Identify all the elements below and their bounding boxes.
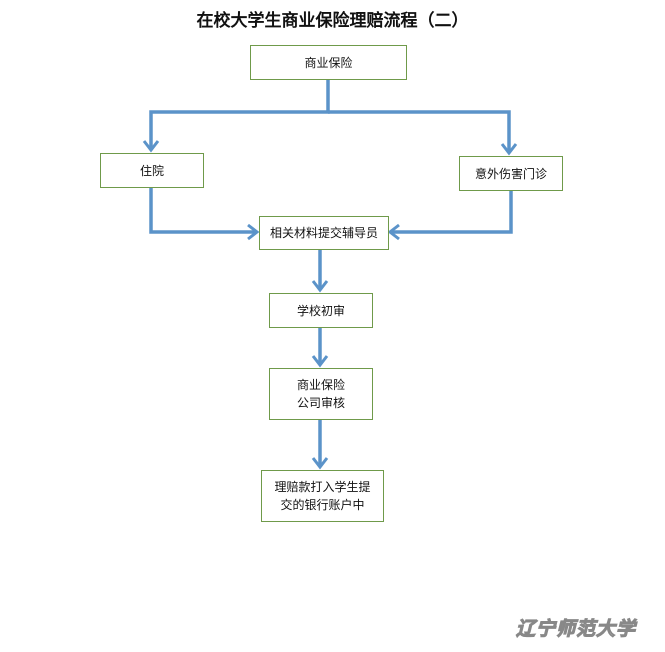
connector-top-split	[149, 79, 330, 150]
connector-top-right	[328, 110, 511, 153]
node-commercial-insurance: 商业保险	[250, 45, 407, 80]
connector-left-merge	[149, 187, 256, 234]
node-insurer-review-line1: 商业保险	[296, 378, 345, 392]
node-payout-line2: 交的银行账户中	[280, 498, 365, 512]
node-payout-line1: 理赔款打入学生提	[274, 480, 371, 494]
arrowhead	[247, 223, 260, 241]
node-submit-materials: 相关材料提交辅导员	[259, 216, 389, 250]
arrowhead	[311, 457, 329, 470]
watermark: 辽宁师范大学	[515, 618, 637, 641]
arrowhead	[142, 140, 160, 153]
node-payout: 理赔款打入学生提 交的银行账户中	[261, 470, 384, 522]
node-insurer-review: 商业保险 公司审核	[269, 368, 373, 420]
arrowhead	[311, 355, 329, 368]
node-insurer-review-line2: 公司审核	[296, 396, 345, 410]
arrowhead	[387, 223, 400, 241]
node-hospitalization: 住院	[100, 153, 204, 188]
node-accident-outpatient: 意外伤害门诊	[459, 156, 563, 191]
arrowhead	[500, 143, 518, 156]
connector-right-merge	[391, 190, 513, 234]
arrowhead	[311, 280, 329, 293]
node-school-review: 学校初审	[269, 293, 373, 328]
page-title: 在校大学生商业保险理赔流程（二）	[196, 11, 469, 31]
